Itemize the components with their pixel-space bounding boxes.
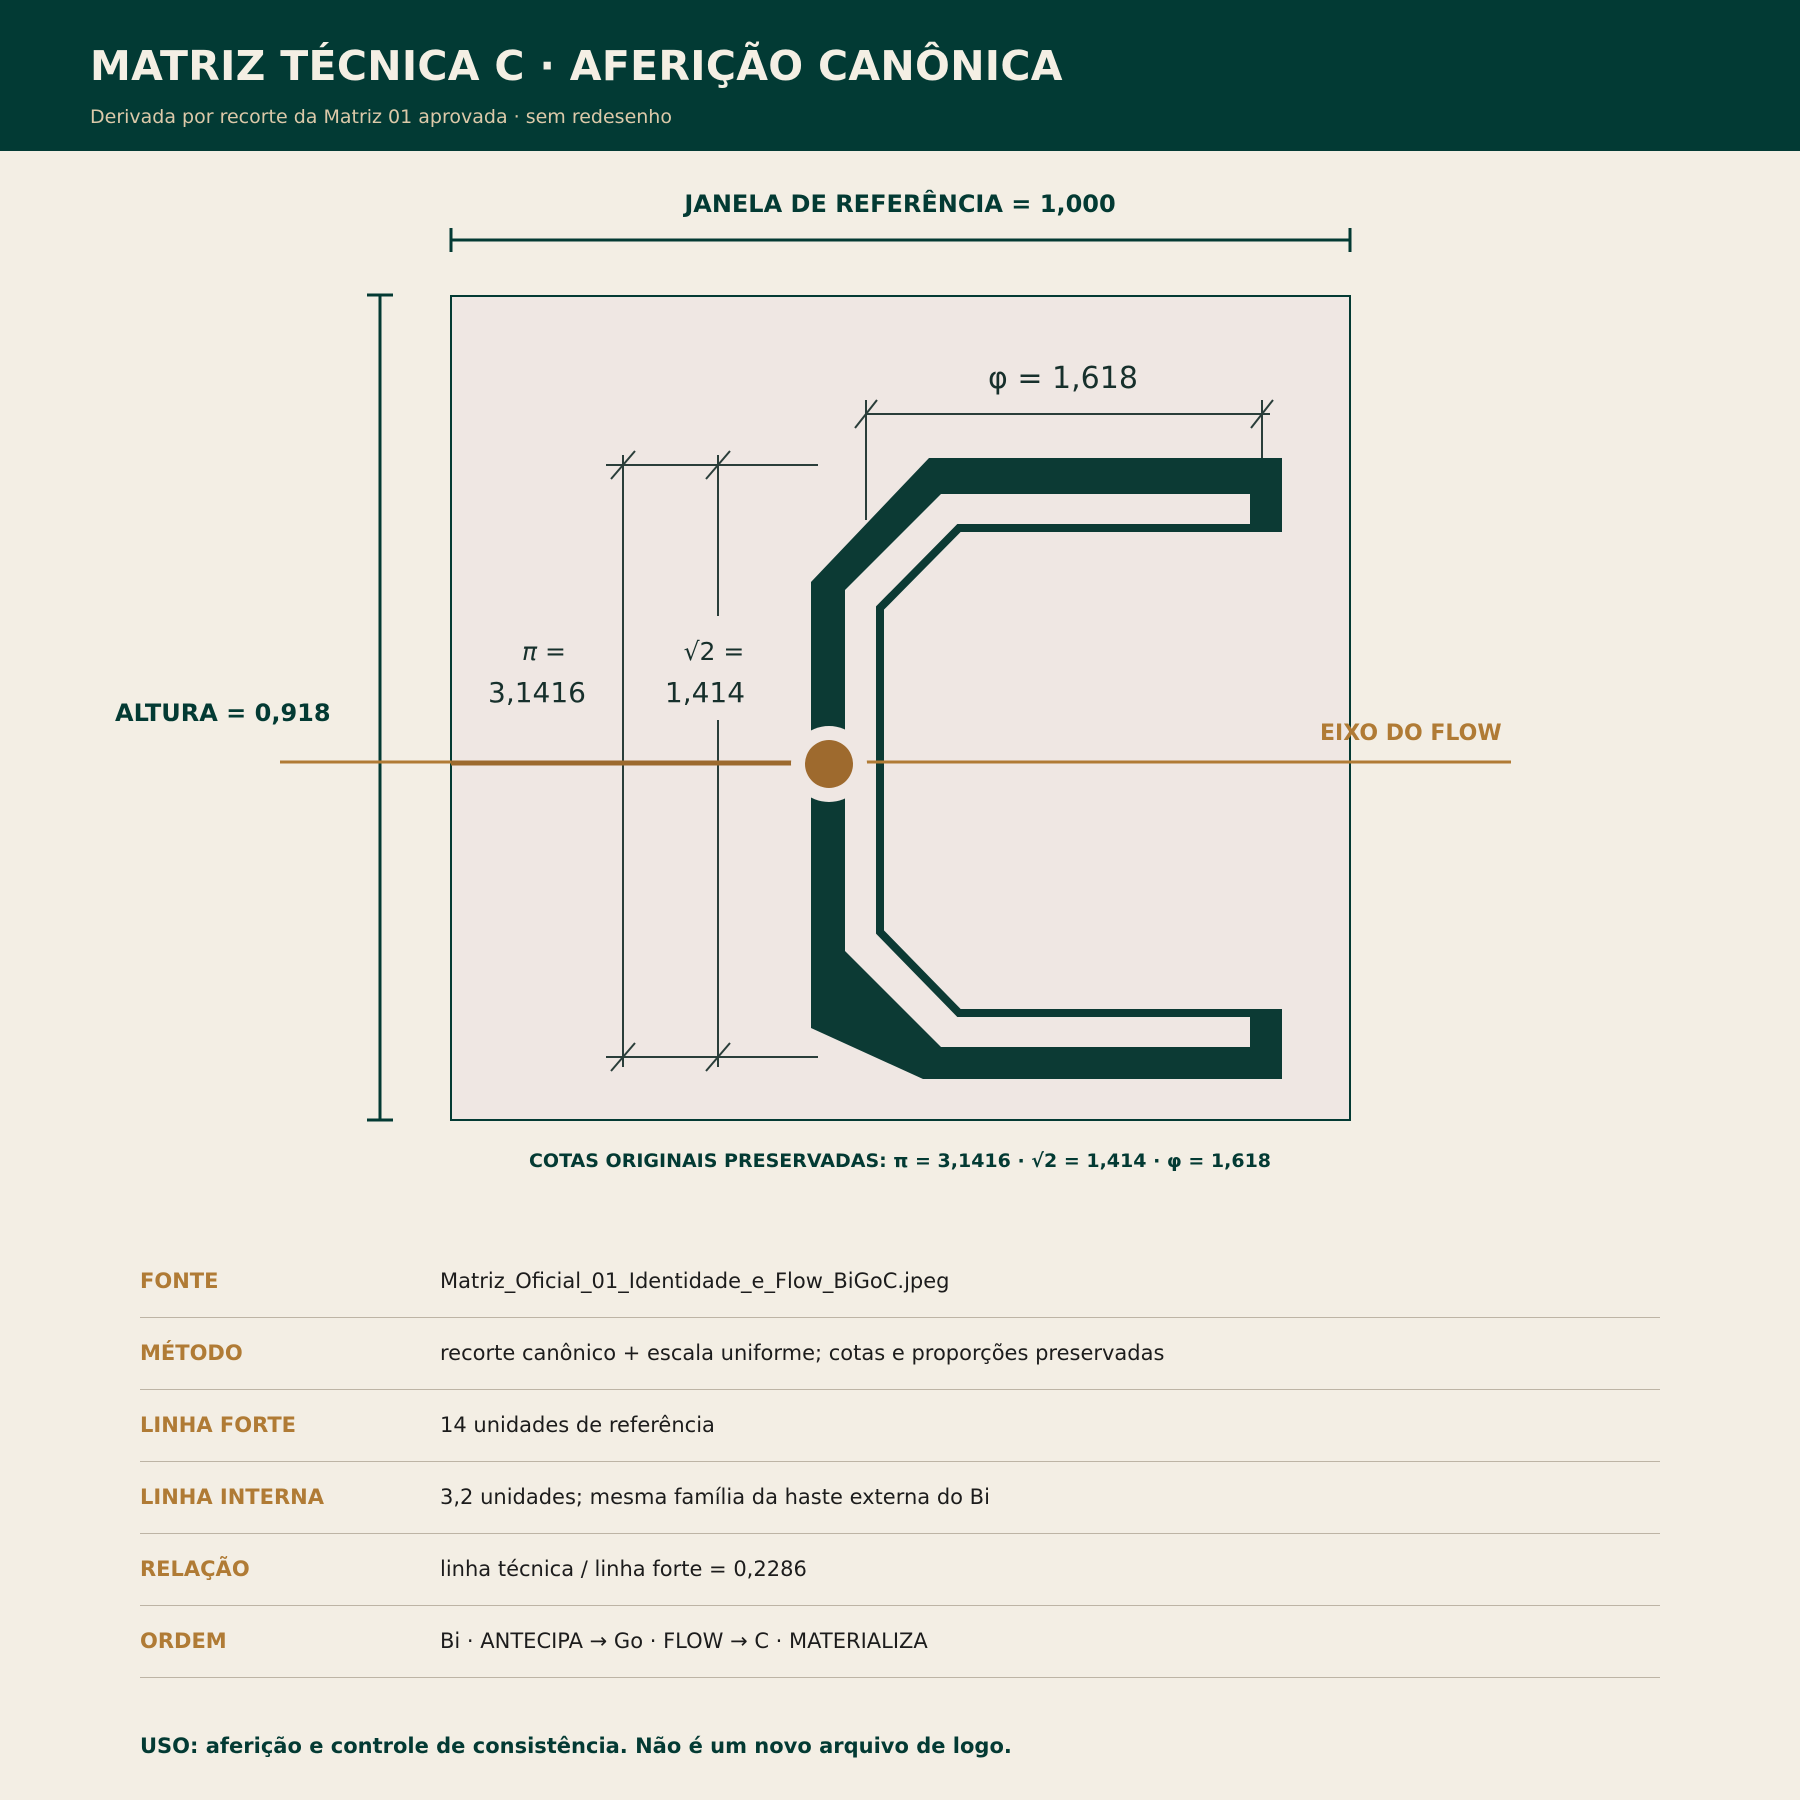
spec-row-linha-forte: LINHA FORTE 14 unidades de referência [140, 1390, 1660, 1462]
sqrt2-value: 1,414 [665, 676, 745, 709]
spec-key: RELAÇÃO [140, 1557, 250, 1581]
spec-key: LINHA INTERNA [140, 1485, 324, 1509]
phi-label: φ = 1,618 [988, 361, 1138, 396]
height-dimension-line [367, 293, 393, 1122]
spec-value: 14 unidades de referência [440, 1413, 715, 1437]
page-title: MATRIZ TÉCNICA C · AFERIÇÃO CANÔNICA [90, 42, 1063, 90]
spec-key: ORDEM [140, 1629, 227, 1653]
spec-row-ordem: ORDEM Bi · ANTECIPA → Go · FLOW → C · MA… [140, 1606, 1660, 1678]
pi-label-background [500, 625, 620, 715]
spec-row-metodo: MÉTODO recorte canônico + escala uniform… [140, 1318, 1660, 1390]
reference-window-label: JANELA DE REFERÊNCIA = 1,000 [684, 190, 1116, 218]
spec-row-fonte: FONTE Matriz_Oficial_01_Identidade_e_Flo… [140, 1246, 1660, 1318]
preserved-dimensions-caption: COTAS ORIGINAIS PRESERVADAS: π = 3,1416 … [528, 1150, 1272, 1172]
c-shape-outer [811, 458, 1282, 1079]
spec-value: Matriz_Oficial_01_Identidade_e_Flow_BiGo… [440, 1269, 950, 1293]
flow-axis-label: EIXO DO FLOW [1320, 721, 1502, 746]
phi-dimension [854, 399, 1274, 520]
spec-table: FONTE Matriz_Oficial_01_Identidade_e_Flo… [140, 1246, 1660, 1678]
c-shape-inner [876, 524, 1250, 1017]
pi-symbol: π = [522, 637, 566, 666]
sqrt2-label-background [650, 625, 770, 715]
reference-window-dimension-line [449, 228, 1352, 252]
spec-row-relacao: RELAÇÃO linha técnica / linha forte = 0,… [140, 1534, 1660, 1606]
spec-value: linha técnica / linha forte = 0,2286 [440, 1557, 807, 1581]
pi-value: 3,1416 [488, 676, 586, 709]
page-subtitle: Derivada por recorte da Matriz 01 aprova… [90, 106, 672, 128]
header-bar: MATRIZ TÉCNICA C · AFERIÇÃO CANÔNICA Der… [0, 0, 1800, 151]
spec-value: recorte canônico + escala uniforme; cota… [440, 1341, 1165, 1365]
spec-key: MÉTODO [140, 1341, 243, 1365]
spec-key: FONTE [140, 1269, 219, 1293]
height-label: ALTURA = 0,918 [115, 699, 331, 727]
spec-value: 3,2 unidades; mesma família da haste ext… [440, 1485, 990, 1509]
flow-axis-dot [805, 740, 853, 788]
usage-note: USO: aferição e controle de consistência… [140, 1734, 1012, 1758]
spec-key: LINHA FORTE [140, 1413, 297, 1437]
sqrt2-symbol: √2 = [684, 637, 745, 666]
spec-row-linha-interna: LINHA INTERNA 3,2 unidades; mesma famíli… [140, 1462, 1660, 1534]
pi-sqrt2-dimensions [606, 450, 818, 1072]
spec-value: Bi · ANTECIPA → Go · FLOW → C · MATERIAL… [440, 1629, 928, 1653]
